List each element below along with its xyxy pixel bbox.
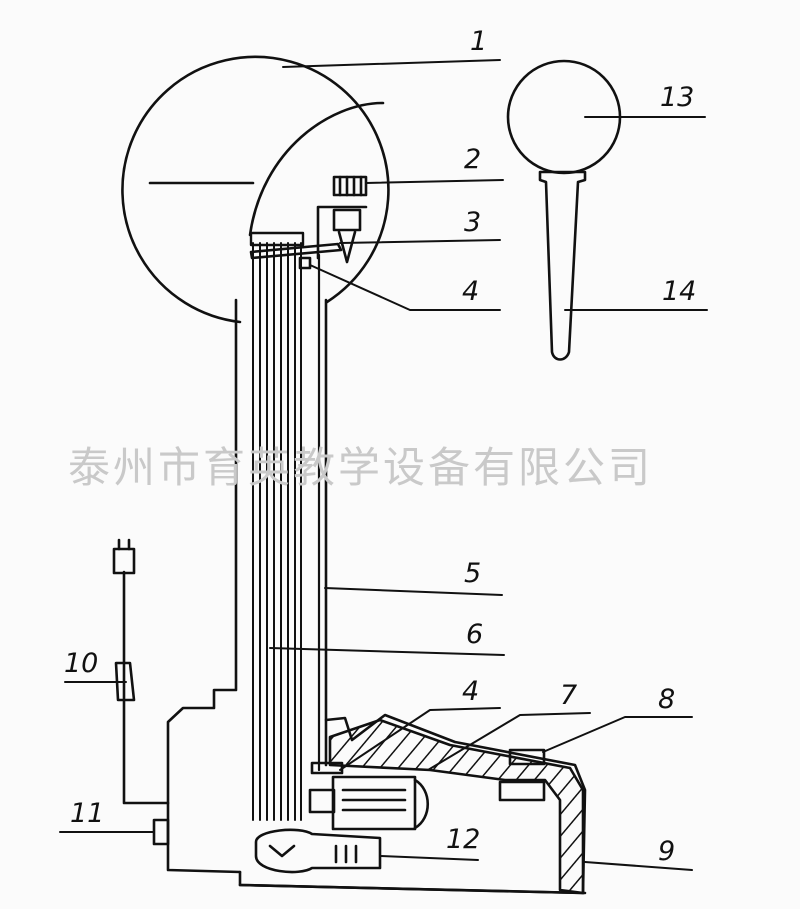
top-comb xyxy=(249,242,343,260)
base-floor xyxy=(238,883,587,895)
pilot-lamp xyxy=(254,828,382,874)
callout-4a: 4 xyxy=(462,276,479,307)
callout-9: 9 xyxy=(658,836,675,867)
power-cord xyxy=(112,538,170,805)
callout-13: 13 xyxy=(660,82,694,113)
callout-labels: 1 2 3 4 5 6 4 7 8 9 10 11 12 13 14 xyxy=(64,26,696,867)
control-knob xyxy=(152,818,170,846)
callout-2: 2 xyxy=(464,144,481,175)
callout-11: 11 xyxy=(70,798,104,829)
conductor-dome xyxy=(121,55,390,324)
callout-3: 3 xyxy=(464,207,481,238)
callout-5: 5 xyxy=(464,558,481,589)
callout-12: 12 xyxy=(446,824,480,855)
callout-1: 1 xyxy=(470,26,487,57)
switch xyxy=(508,748,546,766)
leader-lines xyxy=(59,59,708,871)
callout-14: 14 xyxy=(662,276,696,307)
callout-6: 6 xyxy=(466,619,483,650)
callout-7: 7 xyxy=(560,680,577,711)
column-outline xyxy=(166,298,242,874)
callout-10: 10 xyxy=(64,648,98,679)
motor xyxy=(308,775,429,831)
switch-slot xyxy=(498,780,546,802)
top-roller xyxy=(249,231,305,247)
inner-dome-arc xyxy=(248,101,385,237)
watermark-text: 泰州市育英教学设备有限公司 xyxy=(68,443,653,492)
callout-8: 8 xyxy=(658,684,675,715)
upper-brush xyxy=(298,256,312,270)
callout-4b: 4 xyxy=(462,676,479,707)
discharge-handle xyxy=(538,170,587,361)
insulating-belt xyxy=(252,242,302,821)
